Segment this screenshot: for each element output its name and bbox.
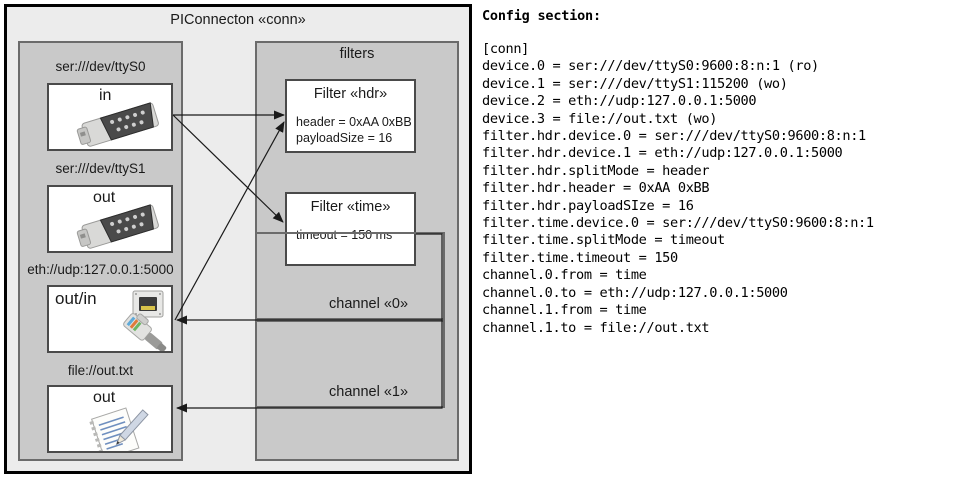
filter-box-hdr[interactable]: Filter «hdr» header = 0xAA 0xBB payloadS… [285,79,416,153]
filter-hdr-attrs: header = 0xAA 0xBB payloadSize = 16 [296,114,412,146]
device-box-eth[interactable]: out/in [47,285,173,353]
device-box-file[interactable]: out [47,385,173,453]
device-io-ttyS0: in [99,87,112,104]
device-io-ttyS1: out [93,189,116,206]
ethernet-plug-icon [123,290,167,351]
filter-hdr-attr-header: header = 0xAA 0xBB [296,115,412,129]
serial-port-icon [76,102,159,147]
device-io-eth: out/in [55,289,97,308]
device-label-file: file://out.txt [67,363,134,378]
architecture-diagram: PIConnecton «conn» ser:///dev/ttyS0 in [4,4,472,474]
device-box-ttyS0[interactable]: in [47,83,173,151]
config-lines: [conn] device.0 = ser:///dev/ttyS0:9600:… [482,41,874,336]
diagram-title: PIConnecton «conn» [170,12,306,28]
filters-panel-title: filters [339,46,375,62]
config-section: Config section: [conn] device.0 = ser://… [482,8,960,337]
filter-hdr-attr-payload: payloadSize = 16 [296,131,393,145]
device-label-ttyS0: ser:///dev/ttyS0 [55,59,146,74]
device-label-ttyS1: ser:///dev/ttyS1 [55,161,146,176]
device-box-ttyS1[interactable]: out [47,185,173,253]
channel-1-label: channel «1» [329,384,409,400]
device-io-file: out [93,389,116,406]
device-label-eth: eth://udp:127.0.0.1:5000 [27,262,174,277]
filter-hdr-title: Filter «hdr» [313,86,388,102]
filter-time-title: Filter «time» [310,199,391,215]
channel-0-label: channel «0» [329,296,409,312]
text-file-icon [89,407,149,451]
serial-port-icon [76,204,159,249]
config-heading: Config section: [482,8,601,24]
